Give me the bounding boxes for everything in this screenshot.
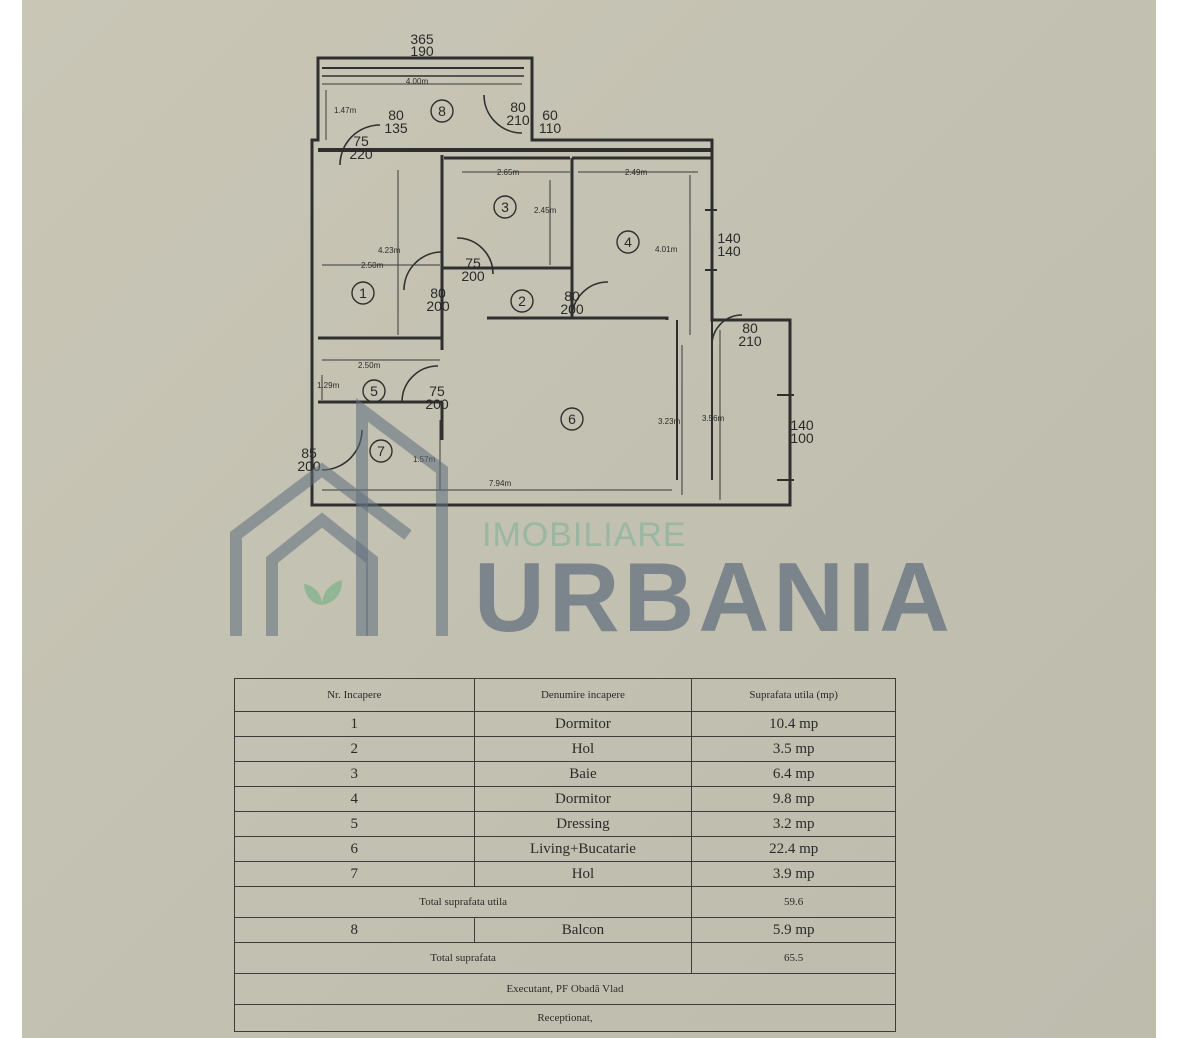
opening-size: 80 bbox=[388, 107, 404, 123]
dim-label: 4.00m bbox=[406, 77, 429, 86]
table-header-row: Nr. Incapere Denumire incapere Suprafata… bbox=[234, 678, 896, 712]
opening-size: 210 bbox=[506, 112, 530, 128]
table-row: 1 Dormitor 10.4 mp bbox=[234, 711, 896, 737]
cell-area: 9.8 mp bbox=[691, 786, 896, 812]
room-number-1: 1 bbox=[359, 285, 367, 301]
dim-label: 3.56m bbox=[702, 414, 725, 423]
total-util-row: Total suprafata utila 59.6 bbox=[233, 886, 896, 918]
cell-area: 5.9 mp bbox=[691, 917, 896, 943]
cell-area: 6.4 mp bbox=[691, 761, 896, 787]
cell-nr: 7 bbox=[234, 861, 475, 887]
cell-nr: 4 bbox=[234, 786, 475, 812]
table-row: 2 Hol 3.5 mp bbox=[234, 736, 896, 762]
room-number-6: 6 bbox=[568, 411, 576, 427]
header-room-name: Denumire incapere bbox=[473, 678, 693, 712]
receptionat-text: Receptionat, bbox=[234, 1004, 896, 1032]
receptionat-row: Receptionat, bbox=[234, 1004, 896, 1032]
opening-size: 110 bbox=[539, 120, 562, 136]
cell-area: 22.4 mp bbox=[691, 836, 896, 862]
opening-size: 80 bbox=[430, 285, 446, 301]
opening-size: 75 bbox=[429, 383, 445, 399]
cell-area: 3.9 mp bbox=[691, 861, 896, 887]
opening-size: 135 bbox=[384, 120, 408, 136]
total-label: Total suprafata bbox=[233, 942, 693, 974]
cell-nr: 3 bbox=[234, 761, 475, 787]
dim-label: 2.49m bbox=[625, 168, 648, 177]
executant-text: Executant, PF Obadă Vlad bbox=[234, 973, 896, 1005]
total-util-label: Total suprafata utila bbox=[233, 886, 693, 918]
floor-plan-document: 365 190 4.00m 1.47m 2.65m 2.45m 2.49m 4.… bbox=[22, 0, 1156, 1038]
total-row: Total suprafata 65.5 bbox=[233, 942, 896, 974]
room-number-8: 8 bbox=[438, 103, 446, 119]
opening-size: 200 bbox=[426, 298, 450, 314]
table-row: 4 Dormitor 9.8 mp bbox=[234, 786, 896, 812]
floor-plan-drawing: 365 190 4.00m 1.47m 2.65m 2.45m 2.49m 4.… bbox=[297, 31, 814, 507]
opening-size: 220 bbox=[349, 146, 373, 162]
dim-label: 1.29m bbox=[317, 381, 340, 390]
cell-nr: 6 bbox=[234, 836, 475, 862]
opening-size: 80 bbox=[510, 99, 526, 115]
dim-label: 2.50m bbox=[361, 261, 384, 270]
outer-walls bbox=[310, 56, 792, 507]
cell-area: 10.4 mp bbox=[691, 711, 896, 737]
header-room-number: Nr. Incapere bbox=[234, 678, 475, 712]
dim-label: 4.01m bbox=[655, 245, 678, 254]
room-number-2: 2 bbox=[518, 293, 526, 309]
room-number-3: 3 bbox=[501, 199, 509, 215]
watermark-house-logo bbox=[230, 398, 448, 636]
cell-name: Dormitor bbox=[473, 786, 693, 812]
cell-name: Dormitor bbox=[473, 711, 693, 737]
cell-name: Balcon bbox=[473, 917, 693, 943]
opening-size: 140 bbox=[717, 243, 741, 259]
table-row: 3 Baie 6.4 mp bbox=[234, 761, 896, 787]
dim-label: 2.65m bbox=[497, 168, 520, 177]
table-row: 5 Dressing 3.2 mp bbox=[234, 811, 896, 837]
opening-size: 85 bbox=[301, 445, 317, 461]
cell-nr: 1 bbox=[234, 711, 475, 737]
cell-name: Hol bbox=[473, 736, 693, 762]
opening-size: 60 bbox=[542, 107, 558, 123]
total-value: 65.5 bbox=[691, 942, 896, 974]
cell-name: Hol bbox=[473, 861, 693, 887]
cell-name: Baie bbox=[473, 761, 693, 787]
table-row: 6 Living+Bucatarie 22.4 mp bbox=[234, 836, 896, 862]
dim-label: 4.23m bbox=[378, 246, 401, 255]
opening-size: 200 bbox=[461, 268, 485, 284]
opening-size: 80 bbox=[742, 320, 758, 336]
dim-label: 1.47m bbox=[334, 106, 357, 115]
header-room-area: Suprafata utila (mp) bbox=[691, 678, 896, 712]
cell-area: 3.5 mp bbox=[691, 736, 896, 762]
opening-size: 140 bbox=[717, 230, 741, 246]
opening-size: 210 bbox=[738, 333, 762, 349]
cell-area: 3.2 mp bbox=[691, 811, 896, 837]
table-row: 7 Hol 3.9 mp bbox=[234, 861, 896, 887]
balcony-row: 8 Balcon 5.9 mp bbox=[234, 917, 896, 943]
dim-label: 3.23m bbox=[658, 417, 681, 426]
room-area-table: Nr. Incapere Denumire incapere Suprafata… bbox=[233, 678, 896, 1032]
total-util-value: 59.6 bbox=[691, 886, 896, 918]
opening-size: 140 bbox=[790, 417, 814, 433]
watermark-brand-text: URBANIA bbox=[474, 542, 954, 652]
dim-label: 2.45m bbox=[534, 206, 557, 215]
opening-size: 75 bbox=[353, 133, 369, 149]
opening-size: 200 bbox=[560, 301, 584, 317]
cell-nr: 5 bbox=[234, 811, 475, 837]
dim-label: 2.50m bbox=[358, 361, 381, 370]
opening-size: 200 bbox=[425, 396, 449, 412]
opening-size: 75 bbox=[465, 255, 481, 271]
room-number-7: 7 bbox=[377, 443, 385, 459]
executant-row: Executant, PF Obadă Vlad bbox=[234, 973, 896, 1005]
cell-name: Dressing bbox=[473, 811, 693, 837]
top-dim-1: 365 bbox=[410, 31, 434, 47]
opening-size: 80 bbox=[564, 288, 580, 304]
top-dim-2: 190 bbox=[410, 43, 434, 59]
cell-nr: 2 bbox=[234, 736, 475, 762]
room-number-5: 5 bbox=[370, 383, 378, 399]
dim-label: 7.94m bbox=[489, 479, 512, 488]
room-number-4: 4 bbox=[624, 234, 632, 250]
opening-size: 100 bbox=[790, 430, 814, 446]
watermark-small-text: IMOBILIARE bbox=[482, 516, 687, 554]
cell-nr: 8 bbox=[234, 917, 475, 943]
cell-name: Living+Bucatarie bbox=[473, 836, 693, 862]
